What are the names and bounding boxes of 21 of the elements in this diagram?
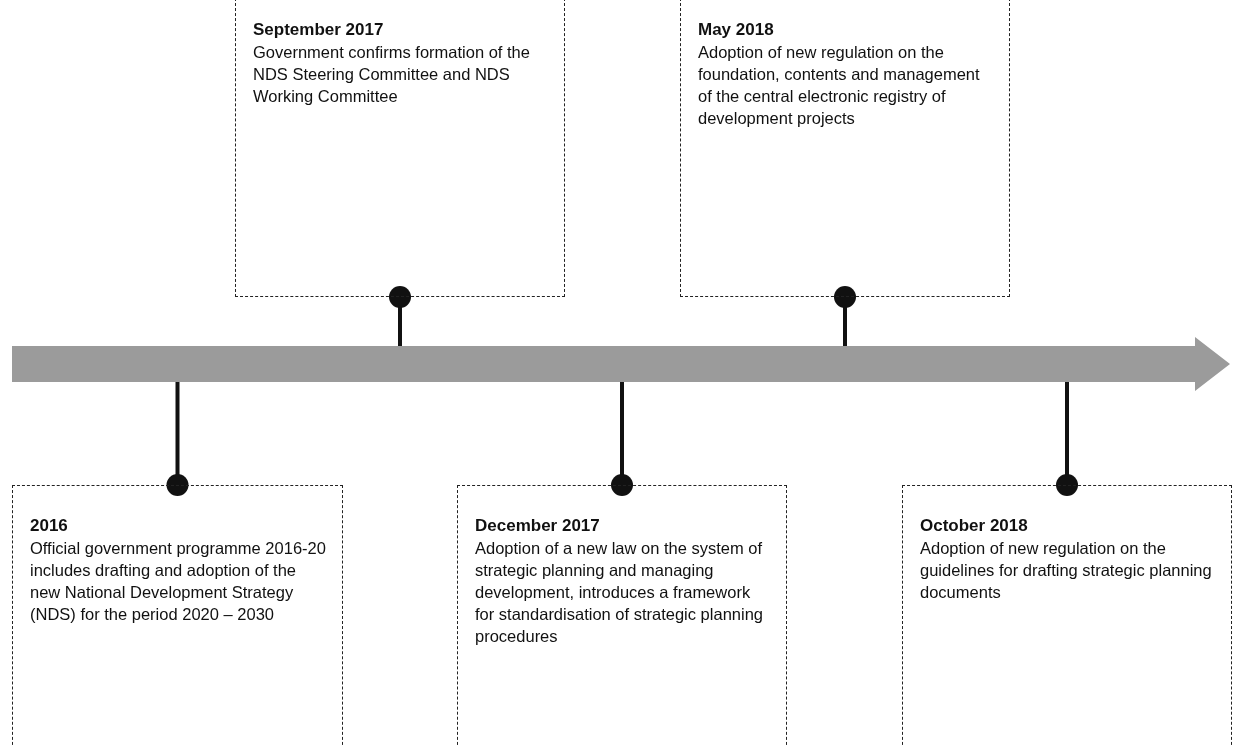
event-description: Adoption of new regulation on the foundation, contents and management of the central electronic registry of development projects — [698, 42, 981, 129]
connector-stem — [1056, 382, 1078, 496]
event-box — [235, 0, 565, 297]
event-box — [680, 0, 1010, 297]
event-description: Official government programme 2016-20 includes drafting and adoption of the new National Development Strategy (NDS) for the period 2020 – 2030 — [30, 538, 327, 625]
event-date: September 2017 — [253, 19, 385, 41]
connector-stem — [834, 286, 856, 346]
connector-stem — [389, 286, 411, 346]
connector-stem — [166, 382, 189, 496]
event-date: May 2018 — [698, 19, 775, 41]
event-date: 2016 — [30, 515, 69, 537]
event-box — [12, 485, 343, 746]
timeline-arrow — [12, 337, 1230, 391]
event-box — [902, 485, 1232, 746]
event-description: Government confirms formation of the NDS Steering Committee and NDS Working Committee — [253, 42, 531, 107]
event-date: October 2018 — [920, 515, 1029, 537]
event-date: December 2017 — [475, 515, 601, 537]
event-description: Adoption of new regulation on the guidelines for drafting strategic planning documents — [920, 538, 1213, 603]
event-box — [457, 485, 787, 746]
connector-stem — [611, 382, 633, 496]
event-description: Adoption of a new law on the system of strategic planning and managing development, introduces a framework for standardisation of strategic planning procedures — [475, 538, 764, 647]
